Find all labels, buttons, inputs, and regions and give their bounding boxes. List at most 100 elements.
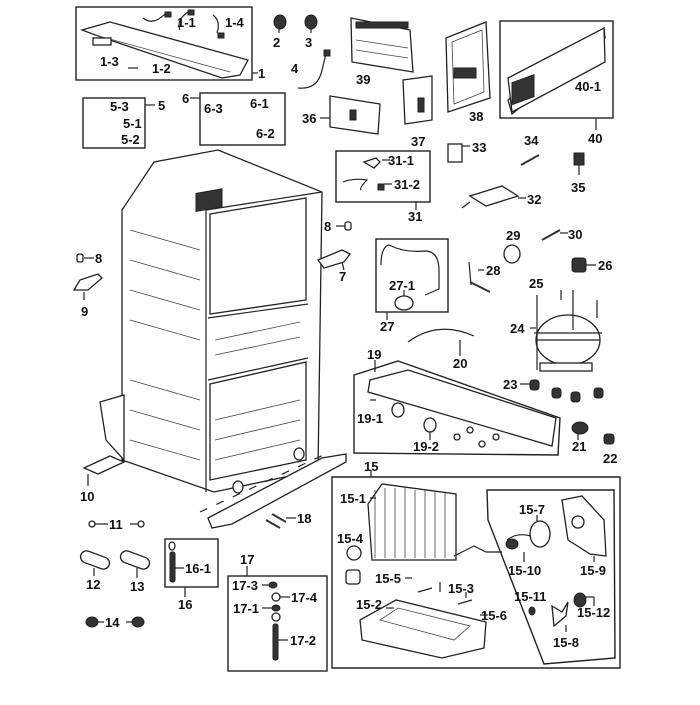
part-15-4-sleeve-2	[345, 569, 361, 585]
group-box-27	[375, 238, 449, 313]
callout-30: 30	[568, 227, 583, 242]
part-3-roller	[304, 14, 318, 30]
part-29-sleeve	[503, 244, 521, 264]
callout-20: 20	[453, 356, 468, 371]
part-9-hinge	[72, 273, 103, 291]
callout-17-3: 17-3	[232, 578, 259, 593]
callout-3: 3	[305, 35, 313, 50]
callout-6: 6	[182, 91, 190, 106]
group-box-40	[499, 20, 614, 119]
callout-26: 26	[598, 258, 613, 273]
callout-40: 40	[588, 131, 603, 146]
callout-6-2: 6-2	[256, 126, 275, 141]
part-24-compressor	[534, 314, 602, 372]
group-box-16	[164, 538, 219, 588]
part-11-cap-right	[137, 520, 145, 528]
callout-6-1: 6-1	[250, 96, 269, 111]
callout-40-1: 40-1	[575, 79, 602, 94]
callout-11: 11	[109, 517, 123, 532]
callout-31-2: 31-2	[394, 177, 421, 192]
callout-10: 10	[80, 489, 95, 504]
part-8-bolt-right	[344, 221, 352, 231]
part-8-bolt-left	[76, 253, 84, 263]
part-1-cover	[79, 9, 249, 79]
callout-15: 15	[364, 459, 379, 474]
part-23-grommets	[529, 379, 604, 403]
part-15-1-evaporator	[367, 483, 502, 561]
callout-19: 19	[367, 347, 382, 362]
callout-5-3: 5-3	[110, 99, 129, 114]
callout-5: 5	[158, 98, 166, 113]
callout-15-1: 15-1	[340, 491, 367, 506]
callout-17-1: 17-1	[233, 601, 260, 616]
part-14-foot-left	[85, 616, 99, 628]
callout-4: 4	[291, 61, 299, 76]
group-box-15	[331, 476, 621, 669]
part-2-roller	[273, 14, 287, 30]
callout-25: 25	[529, 276, 544, 291]
callout-28: 28	[486, 263, 501, 278]
part-26-relay	[571, 257, 587, 273]
callout-27-1: 27-1	[389, 278, 416, 293]
callout-27: 27	[380, 319, 395, 334]
part-34-heater	[520, 154, 540, 166]
callout-22: 22	[603, 451, 618, 466]
callout-24: 24	[510, 321, 525, 336]
part-17-2-shaft	[272, 623, 279, 661]
part-27-1-sleeve	[394, 295, 414, 311]
group-box-19	[353, 360, 561, 456]
callout-16-1: 16-1	[185, 561, 212, 576]
part-17-4-nut	[271, 592, 281, 602]
part-31-2-harness	[342, 178, 369, 191]
part-rail-assembly	[199, 447, 347, 529]
callout-31: 31	[408, 209, 423, 224]
part-20-ground-wire	[407, 328, 475, 343]
callout-19-2: 19-2	[413, 439, 440, 454]
part-35-clip	[573, 152, 585, 166]
callout-15-9: 15-9	[580, 563, 607, 578]
part-21-connector	[571, 421, 589, 435]
callout-36: 36	[302, 111, 317, 126]
part-10-cover	[82, 455, 126, 475]
callout-1: 1	[258, 66, 266, 81]
callout-7: 7	[339, 269, 347, 284]
callout-9: 9	[81, 304, 89, 319]
part-11-cap-left	[88, 520, 96, 528]
part-7-hinge	[316, 249, 351, 269]
part-15-12-grommet	[573, 592, 587, 608]
callout-1-3: 1-3	[100, 54, 119, 69]
part-33-frame	[447, 143, 463, 163]
part-28-drain	[468, 261, 472, 286]
callout-39: 39	[356, 72, 371, 87]
callout-13: 13	[130, 579, 145, 594]
callout-32: 32	[527, 192, 542, 207]
callout-34: 34	[524, 133, 539, 148]
callout-29: 29	[506, 228, 521, 243]
part-15-8-fan-blade	[551, 601, 569, 628]
callout-1-1: 1-1	[177, 15, 196, 30]
part-13-bracket	[119, 550, 151, 570]
part-19-base-cover	[367, 369, 557, 448]
callout-17-2: 17-2	[290, 633, 317, 648]
callout-5-2: 5-2	[121, 132, 140, 147]
group-box-1	[75, 6, 253, 81]
callout-15-10: 15-10	[508, 563, 542, 578]
callout-1-4: 1-4	[225, 15, 244, 30]
part-15-9-fan-housing	[561, 495, 607, 557]
callout-8-left: 8	[95, 251, 103, 266]
part-31-1-bracket	[362, 157, 381, 169]
part-4-power-cord	[297, 53, 327, 89]
callout-15-7: 15-7	[519, 502, 546, 517]
part-15-4-sleeve	[346, 545, 362, 561]
part-32-harness-board	[468, 185, 520, 207]
part-15-2-drain-tray	[359, 599, 487, 659]
part-17-3-washer	[268, 581, 278, 589]
callout-15-2: 15-2	[356, 597, 383, 612]
callout-15-11: 15-11	[514, 589, 547, 604]
callout-35: 35	[571, 180, 586, 195]
group-box-17	[227, 575, 328, 672]
callout-38: 38	[469, 109, 484, 124]
callout-12: 12	[86, 577, 101, 592]
group-box-5	[82, 97, 146, 149]
callout-33: 33	[472, 140, 487, 155]
